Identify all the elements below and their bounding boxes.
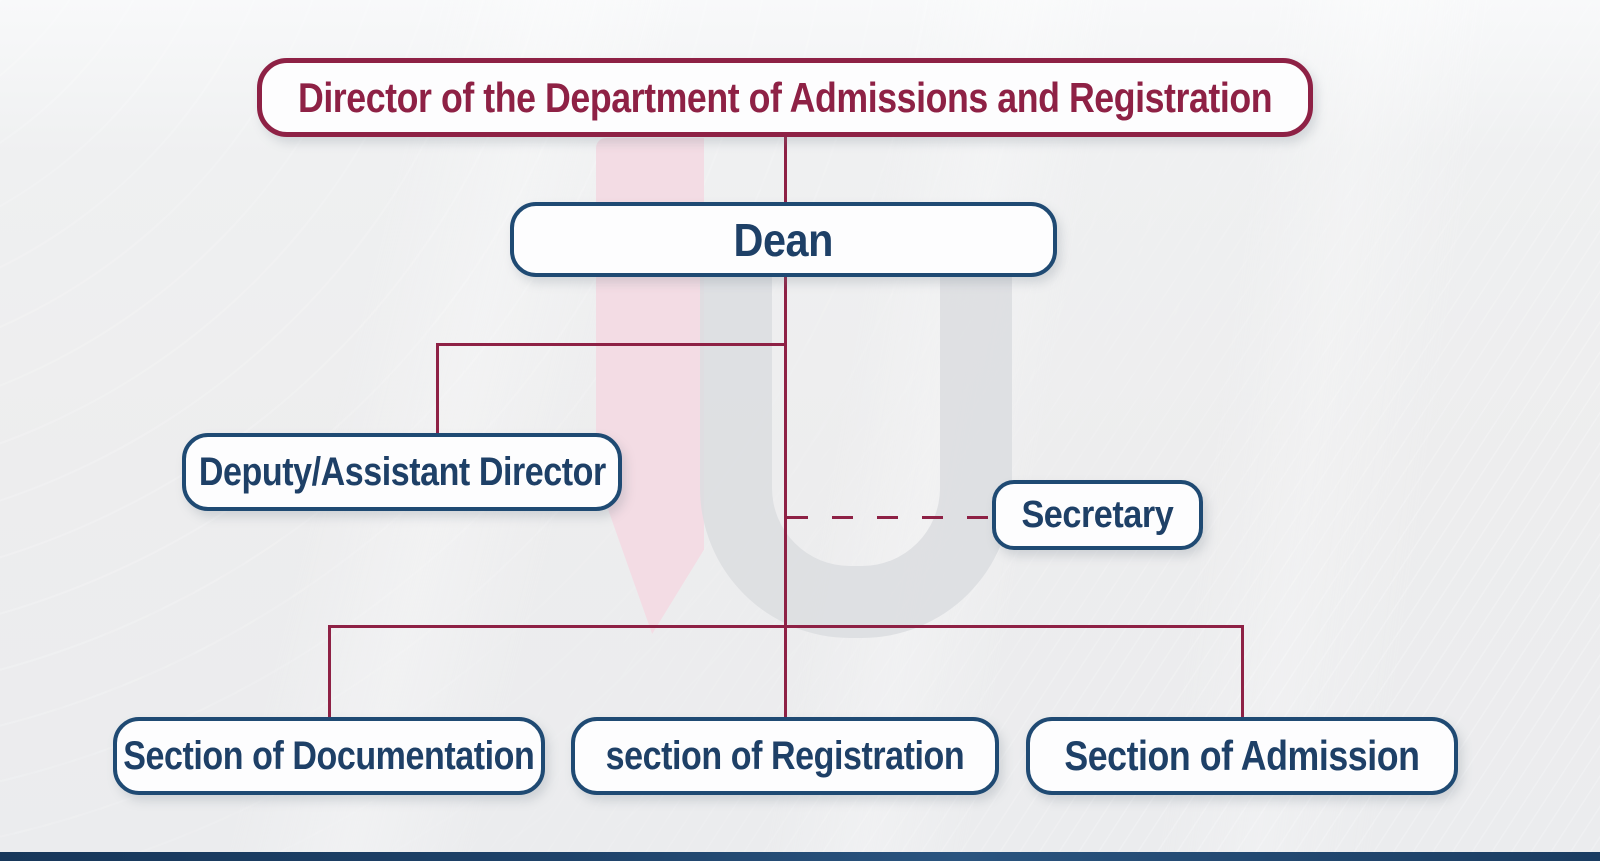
node-director: Director of the Department of Admissions…: [257, 58, 1313, 137]
connector-documentation-vertical: [328, 625, 331, 717]
node-section-of-admission: Section of Admission: [1026, 717, 1458, 795]
node-admission-label: Section of Admission: [1064, 732, 1420, 779]
connector-deputy-horizontal: [437, 343, 787, 346]
node-documentation-label: Section of Documentation: [123, 733, 535, 778]
node-deputy-assistant-director: Deputy/Assistant Director: [182, 433, 622, 511]
connector-director-dean: [784, 137, 787, 203]
node-secretary-label: Secretary: [1021, 493, 1174, 536]
node-secretary: Secretary: [992, 480, 1203, 550]
node-registration-label: section of Registration: [605, 733, 965, 778]
connector-secretary-dashed: [787, 516, 992, 519]
node-director-label: Director of the Department of Admissions…: [297, 73, 1273, 121]
node-deputy-label: Deputy/Assistant Director: [198, 449, 606, 494]
footer-accent-bar: [0, 852, 1600, 861]
node-dean-label: Dean: [733, 213, 834, 266]
node-section-of-documentation: Section of Documentation: [113, 717, 545, 795]
connector-deputy-vertical: [436, 343, 439, 433]
university-logo-watermark-u: [700, 224, 1012, 638]
node-dean: Dean: [510, 202, 1057, 277]
connector-dean-spine: [784, 277, 787, 717]
connector-sections-horizontal: [328, 625, 1244, 628]
connector-admission-vertical: [1241, 625, 1244, 717]
node-section-of-registration: section of Registration: [571, 717, 999, 795]
